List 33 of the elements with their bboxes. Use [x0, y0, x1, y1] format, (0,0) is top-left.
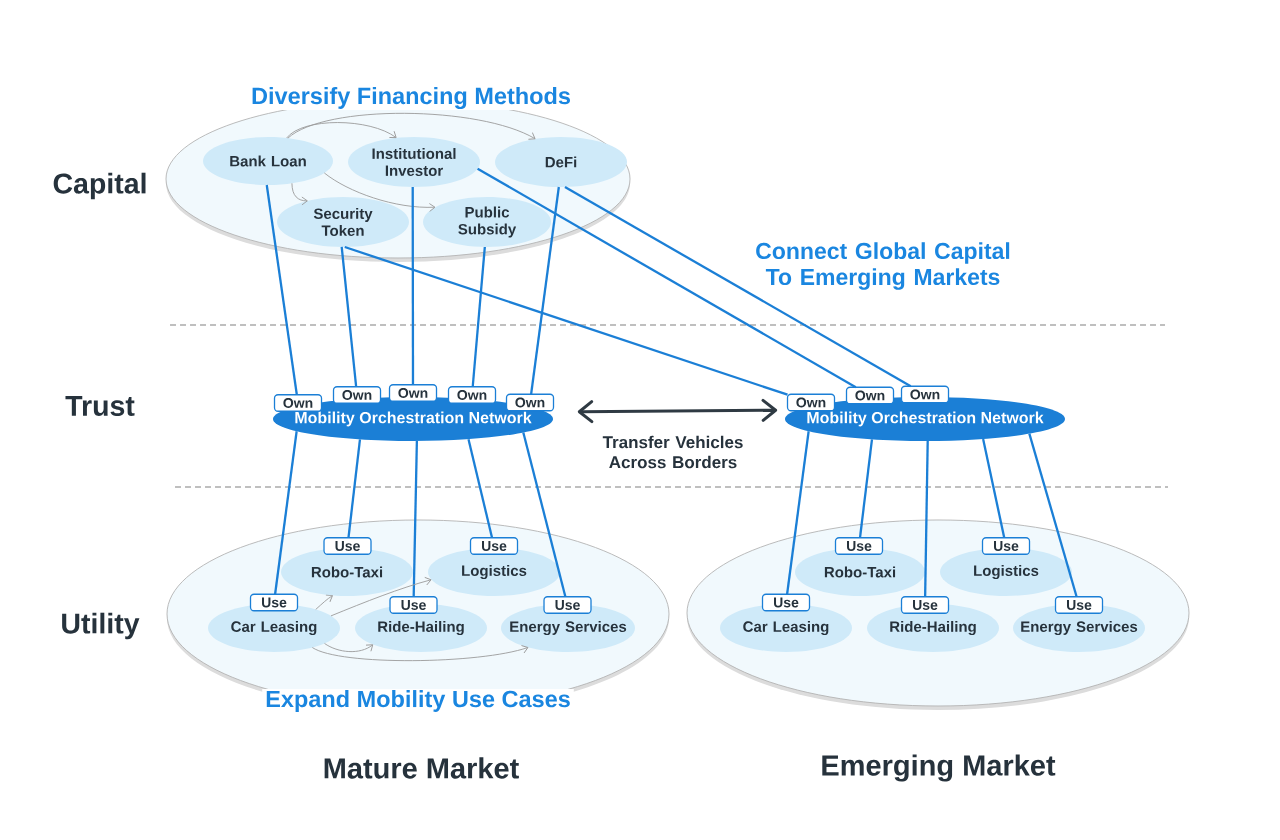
tag-box: Own — [273, 394, 323, 412]
connector-line — [347, 439, 362, 538]
connector-line — [858, 439, 874, 538]
double-arrow — [577, 398, 778, 424]
tag-box: Own — [447, 386, 497, 404]
connector-line — [471, 246, 486, 387]
tag-box: Use — [900, 596, 950, 614]
annotation-text: Connect Global Capital To Emerging Markets — [756, 242, 1010, 290]
tag-box: Own — [900, 385, 950, 404]
tag-box: Use — [981, 537, 1031, 555]
connector-line — [340, 246, 358, 387]
connector-line — [982, 438, 1006, 538]
connector-line — [1028, 433, 1078, 598]
row-label: Utility — [62, 612, 140, 640]
connector-line — [477, 167, 857, 389]
row-label: Trust — [65, 396, 135, 416]
tag-box: Own — [388, 384, 438, 402]
column-label: Emerging Market — [822, 754, 1056, 782]
column-label: Mature Market — [324, 757, 519, 779]
tag-box: Own — [505, 393, 555, 412]
tag-box: Own — [332, 386, 382, 404]
tag-box: Use — [834, 537, 884, 555]
connector-line — [924, 440, 929, 597]
connector-line — [344, 245, 788, 396]
connector-line — [467, 438, 494, 538]
connector-line — [564, 185, 912, 388]
tag-box: Own — [786, 393, 836, 412]
row-label: Capital — [53, 172, 146, 200]
tag-box: Use — [761, 593, 811, 612]
tag-box: Use — [1054, 596, 1104, 614]
tag-box: Own — [845, 386, 895, 405]
connector-line — [785, 431, 810, 595]
edge-label: Transfer Vehicles Across Borders — [602, 435, 743, 469]
